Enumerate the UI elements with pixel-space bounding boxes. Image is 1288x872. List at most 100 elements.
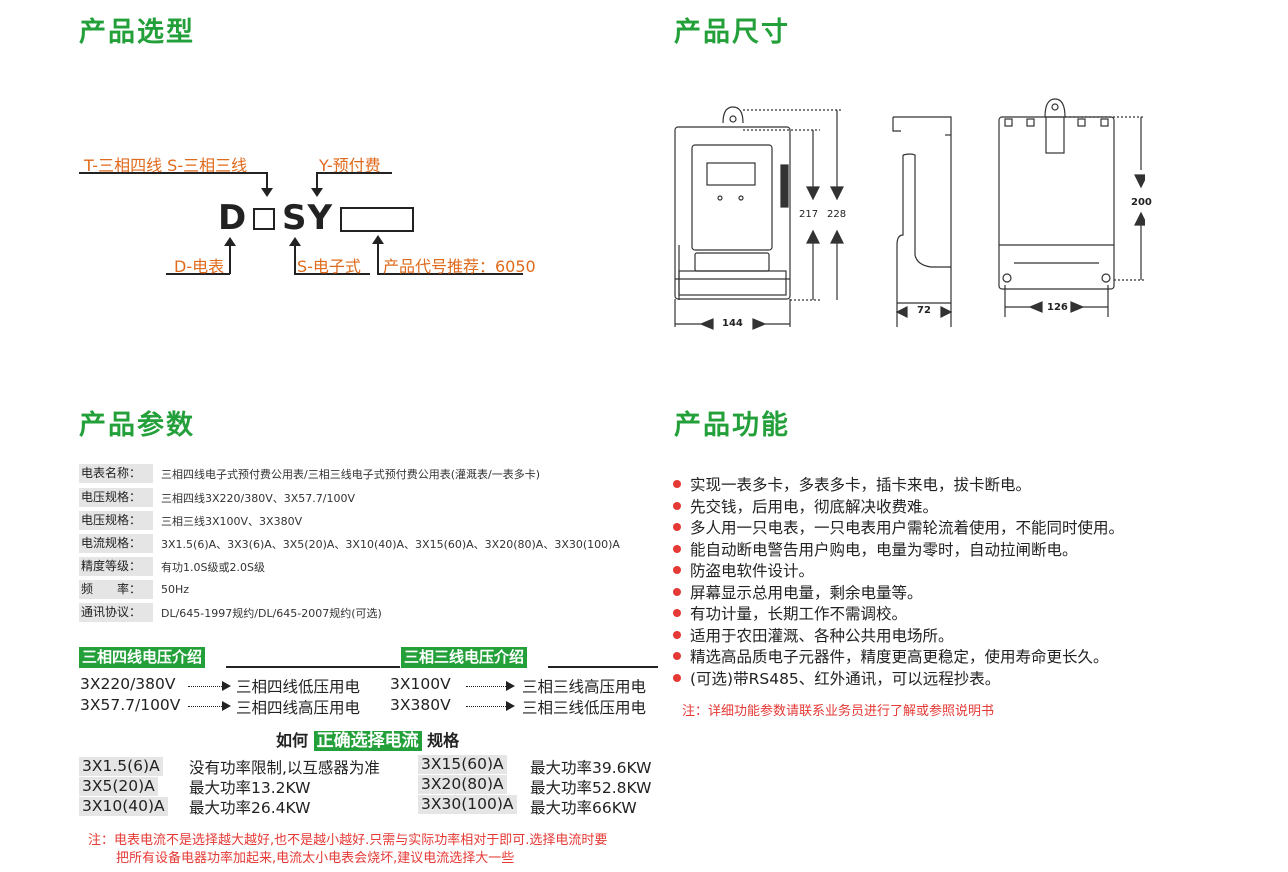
param-row: 电压规格： 三相四线3X220/380V、3X57.7/100V xyxy=(79,488,355,507)
dotted-arrow-line xyxy=(188,686,222,687)
model-code-d: D xyxy=(218,198,248,238)
meter-front-view xyxy=(674,106,791,300)
param-value: 50Hz xyxy=(161,583,190,596)
current-note-line1: 注：电表电流不是选择越大越好,也不是越小越好.只需与实际功率相对于即可.选择电流… xyxy=(88,833,608,848)
current-spec-label: 3X1.5(6)A xyxy=(79,757,163,776)
label-product-code: 产品代号推荐：6050 xyxy=(383,257,536,276)
voltage-desc: 三相四线低压用电 xyxy=(236,678,361,696)
section-title-functions: 产品功能 xyxy=(674,410,790,441)
bullet-icon xyxy=(673,673,681,682)
current-spec-desc: 最大功率39.6KW xyxy=(530,759,652,777)
dimension-line-144 xyxy=(674,299,791,330)
current-spec-desc: 最大功率52.8KW xyxy=(530,779,652,797)
heading-highlight: 正确选择电流 xyxy=(313,731,422,751)
feature-item: 实现一表多卡，多表多卡，插卡来电，拔卡断电。 xyxy=(673,473,1031,495)
arrow-up-meter xyxy=(224,237,236,246)
arrow-down-prepaid xyxy=(311,188,323,197)
voltage-desc: 三相三线低压用电 xyxy=(522,699,647,717)
features-note: 注：详细功能参数请联系业务员进行了解或参照说明书 xyxy=(682,704,995,719)
leader-line-wiring-drop xyxy=(266,172,268,189)
param-label: 精度等级： xyxy=(79,557,153,576)
four-wire-voltage-heading: 三相四线电压介绍 xyxy=(79,647,206,668)
bullet-icon xyxy=(673,608,681,617)
voltage-desc: 三相三线高压用电 xyxy=(522,678,647,696)
voltage-value: 3X220/380V xyxy=(80,675,176,693)
param-row: 精度等级： 有功1.0S级或2.0S级 xyxy=(79,557,265,576)
three-wire-heading-underline xyxy=(548,666,658,668)
arrow-up-code xyxy=(372,235,384,244)
dimension-drawings xyxy=(674,98,1145,330)
model-code-box-number xyxy=(340,207,414,232)
current-note-line2: 把所有设备电器功率加起来,电流太小电表会烧坏,建议电流选择大一些 xyxy=(116,851,515,866)
dotted-arrow-line xyxy=(466,706,506,707)
bullet-icon xyxy=(673,630,681,639)
bullet-icon xyxy=(673,565,681,574)
bullet-icon xyxy=(673,522,681,531)
label-wiring-type: T-三相四线 S-三相三线 xyxy=(84,156,248,175)
model-code-box-wiring xyxy=(253,208,275,230)
param-value: 3X1.5(6)A、3X3(6)A、3X5(20)A、3X10(40)A、3X1… xyxy=(161,537,620,551)
param-value: 有功1.0S级或2.0S级 xyxy=(161,560,265,574)
param-row: 通讯协议： DL/645-1997规约/DL/645-2007规约(可选) xyxy=(79,603,382,622)
arrow-up-electronic xyxy=(289,237,301,246)
leader-line-meter-rise xyxy=(229,245,231,274)
bullet-icon xyxy=(673,501,681,510)
heading-suffix: 规格 xyxy=(427,731,460,750)
current-spec-desc: 最大功率26.4KW xyxy=(189,799,311,817)
three-wire-voltage-heading: 三相三线电压介绍 xyxy=(401,647,528,668)
leader-line-code-rise xyxy=(377,243,379,274)
current-spec-desc: 没有功率限制,以互感器为准 xyxy=(189,759,380,777)
param-label: 通讯协议： xyxy=(79,603,153,622)
param-row: 电表名称： 三相四线电子式预付费公用表/三相三线电子式预付费公用表(灌溉表/一表… xyxy=(79,464,540,483)
meter-side-view xyxy=(892,116,953,327)
bullet-icon xyxy=(673,587,681,596)
dimension-line-126 xyxy=(1004,285,1109,317)
param-value: 三相四线电子式预付费公用表/三相三线电子式预付费公用表(灌溉表/一表多卡) xyxy=(161,467,540,481)
feature-item: 屏幕显示总用电量，剩余电量等。 xyxy=(673,581,923,603)
arrow-down-wiring xyxy=(261,188,273,197)
current-spec-label: 3X5(20)A xyxy=(79,777,158,796)
feature-item: 防盗电软件设计。 xyxy=(673,559,814,581)
param-label: 电表名称： xyxy=(79,464,153,483)
voltage-desc: 三相四线高压用电 xyxy=(236,699,361,717)
dim-label-72: 72 xyxy=(917,305,931,316)
feature-item: (可选)带RS485、红外通讯，可以远程抄表。 xyxy=(673,667,1000,689)
label-electronic: S-电子式 xyxy=(297,257,361,276)
section-title-params: 产品参数 xyxy=(79,410,195,441)
section-title-dimensions: 产品尺寸 xyxy=(674,17,790,48)
feature-item: 有功计量，长期工作不需调校。 xyxy=(673,602,907,624)
voltage-value: 3X380V xyxy=(390,696,451,714)
param-label: 电压规格： xyxy=(79,488,153,507)
feature-item: 先交钱，后用电，彻底解决收费难。 xyxy=(673,495,938,517)
param-value: DL/645-1997规约/DL/645-2007规约(可选) xyxy=(161,606,382,620)
current-spec-desc: 最大功率13.2KW xyxy=(189,779,311,797)
voltage-value: 3X100V xyxy=(390,675,451,693)
bullet-icon xyxy=(673,544,681,553)
param-label: 电压规格： xyxy=(79,511,153,530)
param-label: 电流规格： xyxy=(79,534,153,553)
leader-line-prepaid xyxy=(316,172,392,174)
feature-item: 能自动断电警告用户购电，电量为零时，自动拉闸断电。 xyxy=(673,538,1078,560)
model-code-sy: SY xyxy=(282,198,334,238)
dim-label-200: 200 xyxy=(1131,197,1152,208)
heading-prefix: 如何 xyxy=(276,731,309,750)
bullet-icon xyxy=(673,479,681,488)
feature-item: 适用于农田灌溉、各种公共用电场所。 xyxy=(673,624,954,646)
current-spec-label: 3X30(100)A xyxy=(418,795,517,814)
label-prepaid: Y-预付费 xyxy=(319,156,381,175)
dim-label-217: 217 xyxy=(799,209,819,220)
param-row: 电压规格： 三相三线3X100V、3X380V xyxy=(79,511,302,530)
leader-line-wiring xyxy=(79,172,268,174)
bullet-icon xyxy=(673,651,681,660)
dim-label-126: 126 xyxy=(1047,302,1068,313)
feature-item: 多人用一只电表，一只电表用户需轮流着使用，不能同时使用。 xyxy=(673,516,1124,538)
leader-line-meter xyxy=(166,273,230,275)
current-spec-label: 3X20(80)A xyxy=(418,775,507,794)
arrow-right-icon xyxy=(506,701,515,711)
dimension-line-228 xyxy=(743,109,844,300)
leader-line-code xyxy=(377,273,523,275)
feature-item: 精选高品质电子元器件，精度更高更稳定，使用寿命更长久。 xyxy=(673,645,1109,667)
section-title-selection: 产品选型 xyxy=(79,17,195,48)
dimension-line-217 xyxy=(743,129,820,301)
voltage-value: 3X57.7/100V xyxy=(80,696,181,714)
